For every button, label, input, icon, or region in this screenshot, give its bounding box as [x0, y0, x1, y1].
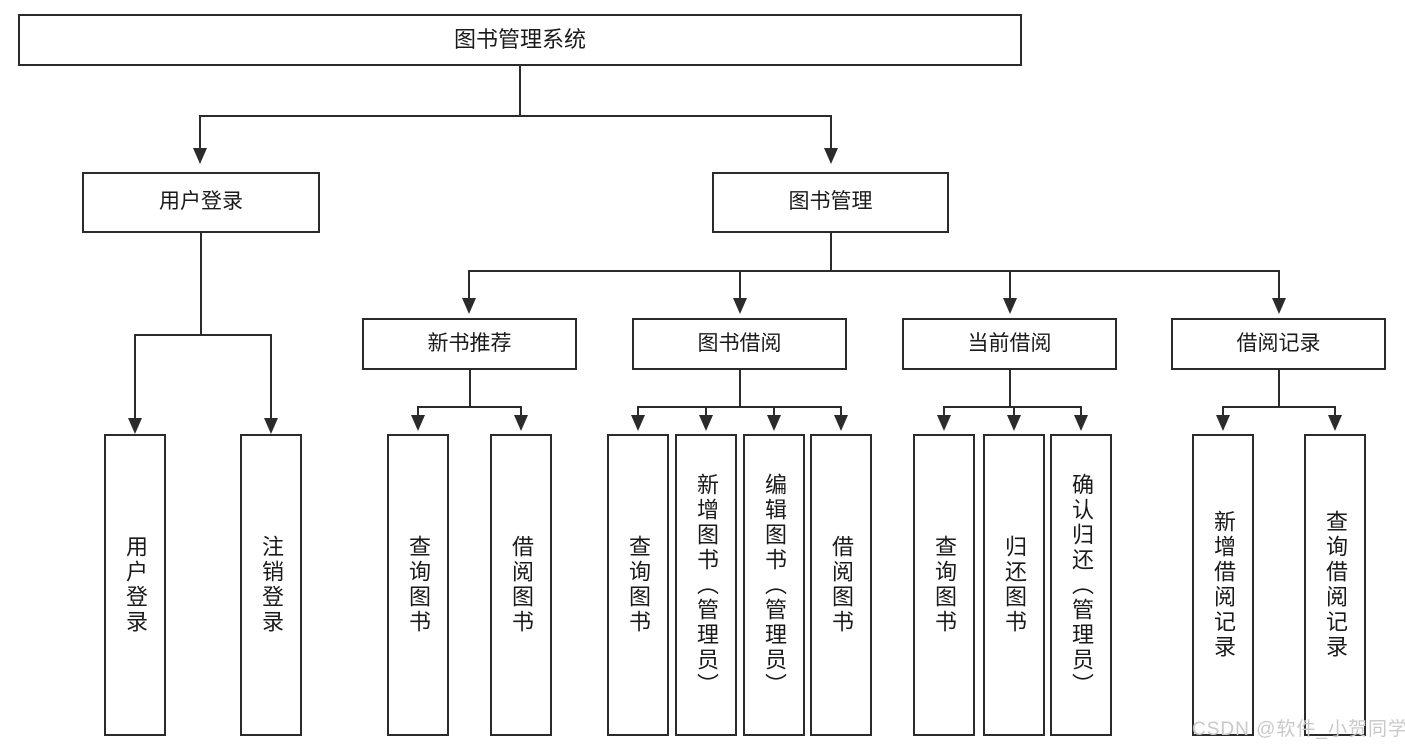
- edge-root-down: [519, 66, 521, 116]
- leaf-borrow-record-add[interactable]: 新增借阅记录: [1192, 434, 1254, 736]
- edge-bus-book-borrow: [637, 406, 842, 408]
- edge-bus-level2: [199, 115, 832, 117]
- node-label: 新增借阅记录: [1211, 510, 1236, 660]
- leaf-book-borrow-add[interactable]: 新增图书（管理员）: [675, 434, 737, 736]
- arrowhead-user-login: [193, 148, 207, 164]
- edge-bus-borrow-record: [1222, 406, 1336, 408]
- leaf-user-login-logout[interactable]: 注销登录: [240, 434, 302, 736]
- edge-book-borrow-leaf3: [773, 406, 775, 418]
- node-new-book-recommend[interactable]: 新书推荐: [362, 318, 577, 370]
- edge-to-new-book: [468, 270, 470, 300]
- arrowhead-book-borrow-leaf1: [631, 415, 645, 431]
- edge-to-borrow-record: [1278, 270, 1280, 300]
- node-label: 借阅图书: [509, 535, 534, 635]
- node-label: 归还图书: [1002, 535, 1027, 635]
- edge-user-login-leaf1: [134, 334, 136, 420]
- arrowhead-book-borrow: [733, 298, 747, 314]
- arrowhead-current-borrow-leaf2: [1007, 415, 1021, 431]
- edge-bus-user-login: [134, 334, 272, 336]
- node-label: 用户登录: [159, 190, 243, 214]
- node-label: 查询图书: [626, 535, 651, 635]
- edge-book-borrow-leaf2: [705, 406, 707, 418]
- arrowhead-book-borrow-leaf3: [767, 415, 781, 431]
- node-current-borrow[interactable]: 当前借阅: [902, 318, 1117, 370]
- leaf-current-borrow-return[interactable]: 归还图书: [983, 434, 1045, 736]
- arrowhead-borrow-record-leaf2: [1328, 415, 1342, 431]
- node-label: 图书管理: [788, 190, 873, 214]
- edge-user-login-down: [200, 233, 202, 335]
- arrowhead-current-borrow-leaf1: [937, 415, 951, 431]
- edge-to-book-manage: [830, 115, 832, 150]
- arrowhead-current-borrow: [1003, 298, 1017, 314]
- node-label: 确认归还（管理员）: [1069, 472, 1094, 698]
- edge-borrow-record-leaf2: [1334, 406, 1336, 418]
- node-label: 新增图书（管理员）: [694, 472, 719, 698]
- node-label: 当前借阅: [967, 331, 1052, 355]
- node-label: 图书借阅: [697, 331, 782, 355]
- leaf-book-borrow-borrow[interactable]: 借阅图书: [810, 434, 872, 736]
- node-root-system[interactable]: 图书管理系统: [18, 14, 1022, 66]
- arrowhead-book-borrow-leaf2: [699, 415, 713, 431]
- leaf-current-borrow-confirm[interactable]: 确认归还（管理员）: [1050, 434, 1112, 736]
- leaf-book-borrow-query[interactable]: 查询图书: [607, 434, 669, 736]
- edge-current-borrow-down: [1009, 370, 1011, 408]
- node-borrow-record[interactable]: 借阅记录: [1171, 318, 1386, 370]
- arrowhead-borrow-record: [1272, 298, 1286, 314]
- arrowhead-book-borrow-leaf4: [834, 415, 848, 431]
- node-label: 借阅记录: [1236, 331, 1321, 355]
- edge-current-borrow-leaf3: [1080, 406, 1082, 418]
- node-label: 图书管理系统: [453, 27, 586, 53]
- edge-current-borrow-leaf1: [943, 406, 945, 418]
- edge-bus-level3: [468, 270, 1280, 272]
- edge-current-borrow-leaf2: [1013, 406, 1015, 418]
- node-label: 编辑图书（管理员）: [762, 472, 787, 698]
- edge-new-book-leaf2: [520, 406, 522, 418]
- edge-borrow-record-leaf1: [1222, 406, 1224, 418]
- arrowhead-new-book-leaf1: [411, 415, 425, 431]
- node-label: 用户登录: [123, 535, 148, 635]
- edge-book-borrow-down: [739, 370, 741, 408]
- node-book-management[interactable]: 图书管理: [712, 172, 949, 233]
- arrowhead-user-login-leaf1: [128, 418, 142, 434]
- edge-bus-current-borrow: [943, 406, 1081, 408]
- edge-new-book-leaf1: [417, 406, 419, 418]
- node-user-login[interactable]: 用户登录: [82, 172, 320, 233]
- edge-user-login-leaf2: [270, 334, 272, 420]
- node-label: 注销登录: [259, 535, 284, 635]
- node-label: 查询借阅记录: [1323, 510, 1348, 660]
- edge-to-user-login: [199, 115, 201, 150]
- node-label: 查询图书: [932, 535, 957, 635]
- arrowhead-current-borrow-leaf3: [1074, 415, 1088, 431]
- edge-book-borrow-leaf4: [840, 406, 842, 418]
- node-book-borrow[interactable]: 图书借阅: [632, 318, 847, 370]
- node-label: 新书推荐: [427, 331, 512, 355]
- arrowhead-user-login-leaf2: [264, 418, 278, 434]
- edge-new-book-down: [469, 370, 471, 408]
- leaf-user-login-login[interactable]: 用户登录: [104, 434, 166, 736]
- watermark-text: CSDN @软件_小贺同学: [1192, 719, 1405, 740]
- edge-to-current-borrow: [1009, 270, 1011, 300]
- leaf-borrow-record-query[interactable]: 查询借阅记录: [1304, 434, 1366, 736]
- leaf-book-borrow-edit[interactable]: 编辑图书（管理员）: [743, 434, 805, 736]
- edge-book-borrow-leaf1: [637, 406, 639, 418]
- edge-bus-new-book: [417, 406, 522, 408]
- edge-book-manage-down: [830, 233, 832, 271]
- arrowhead-new-book-leaf2: [514, 415, 528, 431]
- leaf-new-book-query[interactable]: 查询图书: [387, 434, 449, 736]
- arrowhead-borrow-record-leaf1: [1216, 415, 1230, 431]
- arrowhead-book-manage: [824, 148, 838, 164]
- edge-to-book-borrow: [739, 270, 741, 300]
- edge-borrow-record-down: [1278, 370, 1280, 408]
- node-label: 借阅图书: [829, 535, 854, 635]
- leaf-current-borrow-query[interactable]: 查询图书: [913, 434, 975, 736]
- arrowhead-new-book: [462, 298, 476, 314]
- node-label: 查询图书: [406, 535, 431, 635]
- leaf-new-book-borrow[interactable]: 借阅图书: [490, 434, 552, 736]
